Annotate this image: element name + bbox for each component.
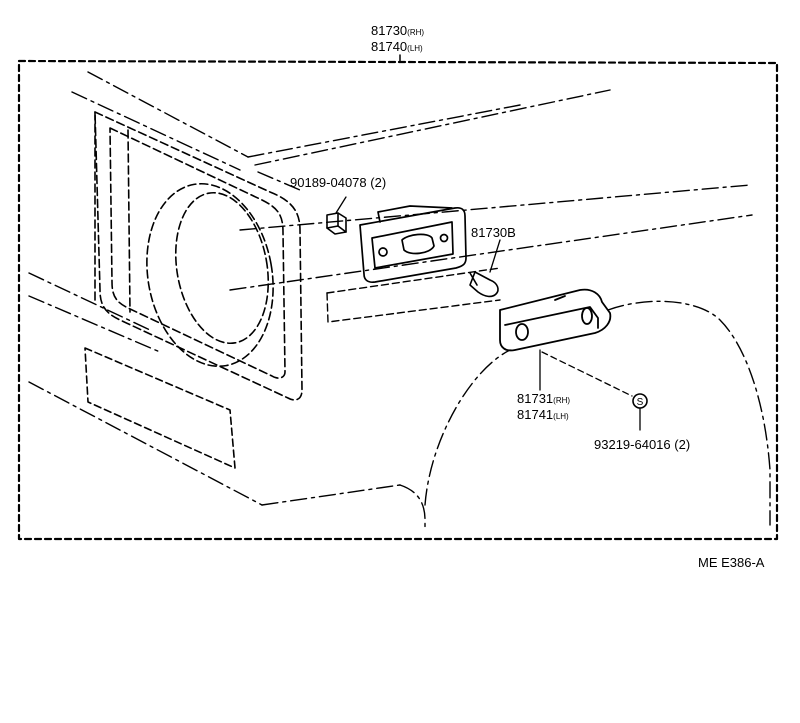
label-lens-lh: 81741(LH) (517, 408, 569, 421)
part-number: 90189-04078 (290, 175, 367, 190)
part-number: 81740 (371, 39, 408, 54)
nut-symbol (632, 393, 648, 409)
side-groove (326, 267, 501, 323)
label-lens-rh: 81731(RH) (517, 392, 570, 405)
leader-lines (335, 196, 641, 431)
screw-clip-part (326, 212, 347, 235)
label-top-lh: 81740(LH) (371, 40, 423, 53)
nut-symbol-letter: S (637, 397, 644, 408)
part-qty: (2) (674, 437, 691, 452)
part-number: 93219-64016 (594, 437, 671, 452)
socket-base-part (359, 205, 467, 284)
label-bulb: 81730B (471, 226, 516, 239)
headlight-housing (94, 111, 303, 401)
bulb-part (469, 271, 499, 298)
part-qty: (2) (370, 175, 387, 190)
vehicle-body-phantom (28, 71, 771, 531)
part-suffix: (RH) (553, 396, 571, 405)
part-number: 81741 (517, 407, 554, 422)
part-number: 81730B (471, 225, 516, 240)
part-number: 81730 (371, 23, 408, 38)
diagram-code: ME E386-A (698, 555, 765, 570)
label-screw: 90189-04078 (2) (290, 176, 386, 189)
part-suffix: (RH) (407, 28, 425, 37)
assembly-boundary (17, 59, 779, 541)
label-top-rh: 81730(RH) (371, 24, 424, 37)
part-number: 81731 (517, 391, 554, 406)
part-suffix: (LH) (407, 44, 423, 53)
bumper-panel (84, 347, 236, 469)
part-suffix: (LH) (553, 412, 569, 421)
label-nut: 93219-64016 (2) (594, 438, 690, 451)
lens-part (499, 288, 612, 352)
